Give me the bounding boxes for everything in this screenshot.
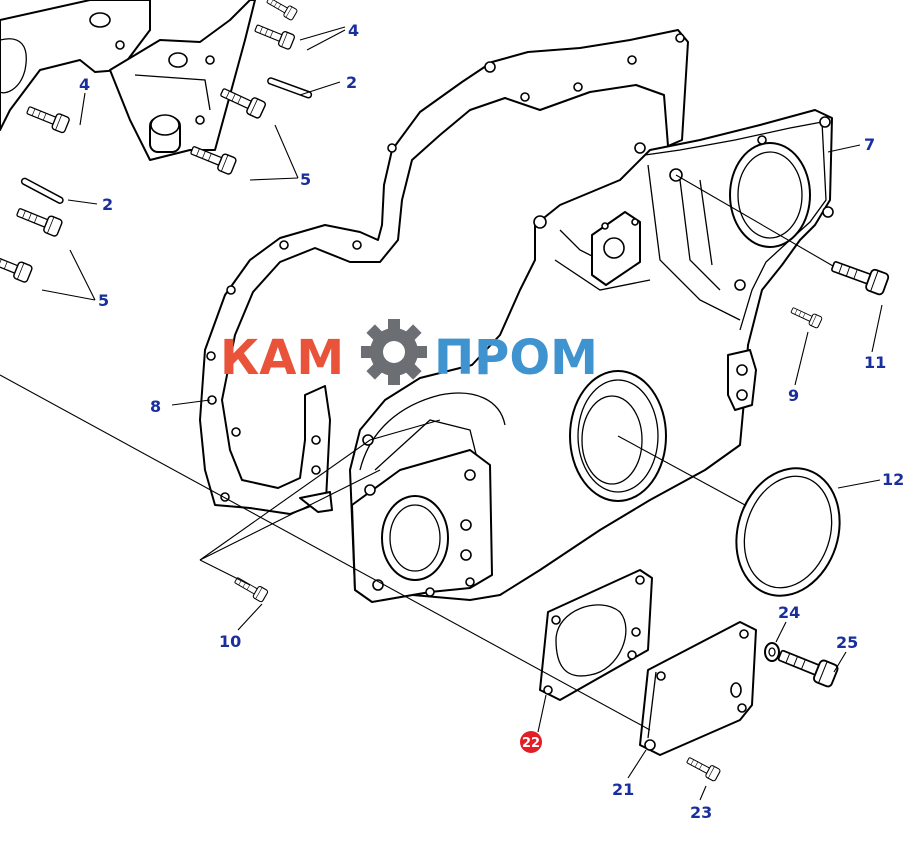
plate-gasket [539,569,653,701]
bolt-5-left-a [13,203,64,238]
bolt-23 [684,753,722,783]
leader-lines [0,26,883,801]
callout-25: 25 [836,633,858,652]
callout-9: 9 [788,386,799,405]
washer-24 [764,642,780,662]
callout-7: 7 [864,135,875,154]
callout-21: 21 [612,780,634,799]
callout-5-left: 5 [98,291,109,310]
callouts: 4 4 2 2 5 5 7 8 9 10 11 12 21 23 24 25 2… [79,21,904,822]
callout-2-upper: 2 [346,73,357,92]
callout-22-highlight: 22 [520,731,542,753]
cover-gasket [199,29,689,515]
callout-22: 22 [522,736,540,751]
bolt-9 [788,304,823,329]
gear-icon [361,319,427,385]
bolt-11 [828,254,891,297]
bolt-25 [774,643,840,689]
logo-right-word: ПРОМ [434,330,598,386]
logo-left-word: КАМ [220,330,344,386]
watermark-logo: КАМ ПРОМ [220,319,598,386]
bolt-4-upper-b [252,20,296,51]
bolt-4-left [24,101,71,135]
bolt-4-upper [264,0,299,22]
pin-2-upper [266,76,314,100]
callout-8: 8 [150,397,161,416]
callout-24: 24 [778,603,800,622]
timing-case [349,109,834,603]
pin-2-left [19,176,65,205]
callout-23: 23 [690,803,712,822]
callout-4-upper: 4 [348,21,359,40]
bolt-5-left-b [0,249,34,284]
callout-2-left: 2 [102,195,113,214]
cover-plate [639,621,757,756]
upper-left-cover [0,0,256,161]
callout-10: 10 [219,632,241,651]
callout-11: 11 [864,353,886,372]
callout-4-left: 4 [79,75,90,94]
o-ring [735,467,841,597]
callout-5-upper: 5 [300,170,311,189]
callout-12: 12 [882,470,904,489]
